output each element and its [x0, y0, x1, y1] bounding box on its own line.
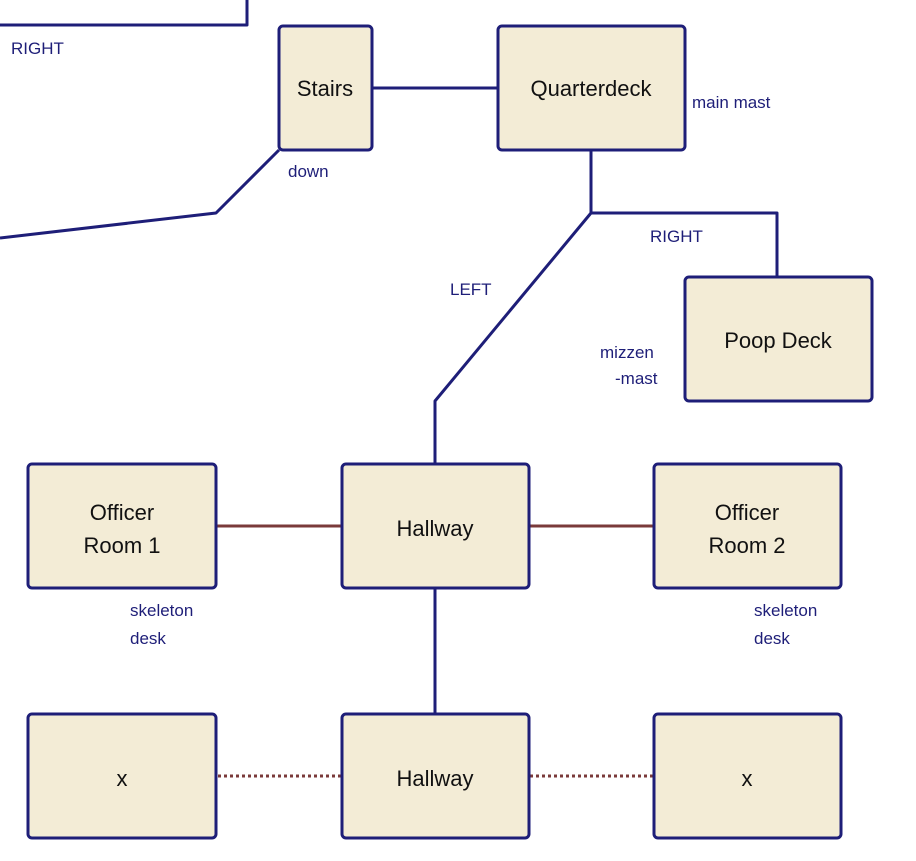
annotation-right-top-left: RIGHT — [11, 39, 64, 58]
node-quarterdeck[interactable]: Quarterdeck — [496, 24, 687, 152]
node-label: Hallway — [396, 766, 473, 791]
edge-quarterdeck-hallway — [433, 212, 593, 464]
annotation-mizzen-1: mizzen — [600, 343, 654, 362]
node-officer-room-1[interactable]: Officer Room 1 — [26, 462, 218, 590]
edge-offscreen-to-stairs — [0, 148, 281, 240]
annotation-officer1-item-1: skeleton — [130, 601, 193, 620]
node-label: Hallway — [396, 516, 473, 541]
node-label: Officer — [90, 500, 154, 525]
node-x-left[interactable]: x — [26, 712, 218, 840]
annotation-main-mast: main mast — [692, 93, 771, 112]
annotation-officer2-item-1: skeleton — [754, 601, 817, 620]
node-x-right[interactable]: x — [652, 712, 843, 840]
node-label: Room 1 — [83, 533, 160, 558]
node-poop-deck[interactable]: Poop Deck — [683, 275, 874, 403]
node-label: x — [117, 766, 128, 791]
node-label: Poop Deck — [724, 328, 833, 353]
node-stairs[interactable]: Stairs — [277, 24, 374, 152]
edge-offscreen-top — [0, 0, 249, 27]
annotation-down: down — [288, 162, 329, 181]
annotation-right-branch: RIGHT — [650, 227, 703, 246]
node-label: Quarterdeck — [530, 76, 652, 101]
node-label: Room 2 — [708, 533, 785, 558]
node-hallway-upper[interactable]: Hallway — [340, 462, 531, 590]
annotation-officer1-item-2: desk — [130, 629, 166, 648]
node-hallway-lower[interactable]: Hallway — [340, 712, 531, 840]
edge-quarterdeck-poop-deck — [589, 150, 779, 277]
node-label: x — [742, 766, 753, 791]
node-label: Officer — [715, 500, 779, 525]
node-officer-room-2[interactable]: Officer Room 2 — [652, 462, 843, 590]
annotation-left-branch: LEFT — [450, 280, 492, 299]
node-label: Stairs — [297, 76, 353, 101]
annotation-officer2-item-2: desk — [754, 629, 790, 648]
annotation-mizzen-2: -mast — [615, 369, 658, 388]
